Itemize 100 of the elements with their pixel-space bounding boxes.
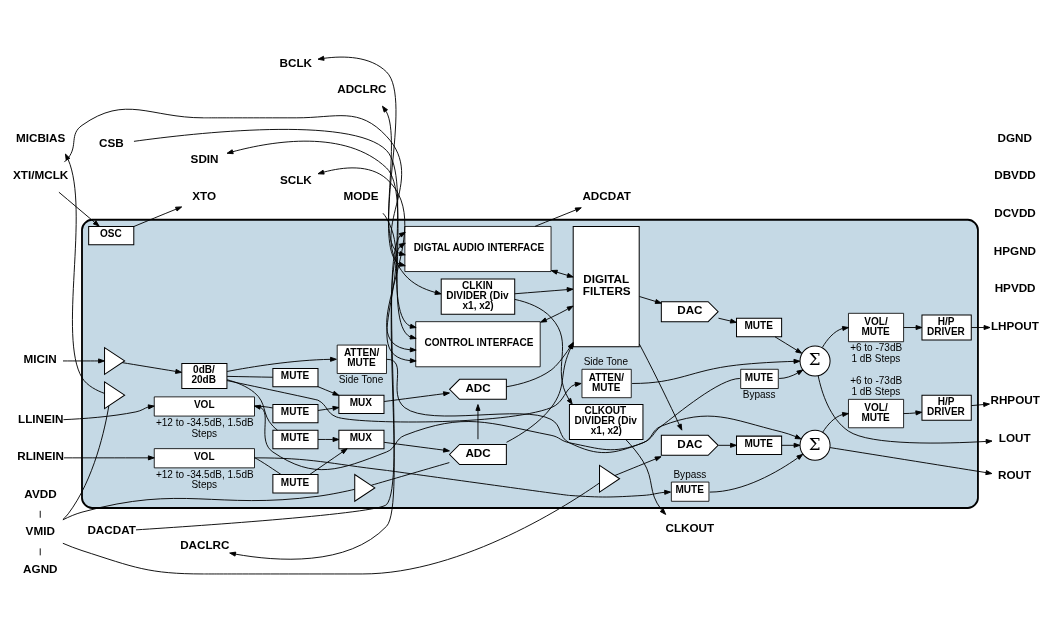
node-text: VMID [25, 523, 55, 537]
arrow [317, 405, 340, 411]
connector [62, 404, 110, 520]
arrow [64, 153, 105, 394]
node-text: ROUT [997, 467, 1032, 481]
node-triangle [599, 464, 621, 493]
arrow [778, 368, 804, 379]
arrow [903, 409, 923, 415]
node-box: H/P DRIVER [921, 314, 972, 341]
node-label: +12 to -34.5dB, 1.5dB Steps [155, 416, 254, 439]
node-text: SDIN [190, 151, 219, 165]
node-triangle [354, 473, 376, 502]
node-text: LLINEIN [18, 411, 64, 425]
node-box: CLKIN DIVIDER (Div x1, x2) [440, 278, 516, 315]
arrow [383, 441, 450, 453]
node-circle: Σ [799, 344, 831, 376]
node-text: AGND [23, 561, 58, 575]
arrow [718, 442, 737, 448]
node-triangle [104, 380, 126, 409]
arrow [62, 357, 105, 363]
node-label: Side Tone [583, 355, 629, 367]
node-text: LOUT [998, 430, 1031, 444]
node-box: MUTE [272, 403, 319, 423]
arrow [625, 438, 667, 515]
arrow [63, 108, 442, 295]
connector [39, 547, 41, 556]
arrow [226, 140, 417, 339]
node-text: LHPOUT [990, 318, 1039, 332]
node-text: CLKOUT [665, 520, 715, 534]
arrow [550, 269, 574, 278]
node-box: MUX [338, 394, 385, 414]
connector [370, 461, 450, 486]
arrow [317, 385, 340, 396]
node-text: DACLRC [180, 537, 230, 551]
arrow [821, 325, 849, 348]
node-text: MODE [343, 188, 379, 202]
arrow [540, 305, 574, 323]
arrow [63, 403, 155, 420]
arrow [383, 390, 450, 402]
node-label: +6 to -73dB 1 dB Steps [850, 374, 903, 397]
node-text: SCLK [279, 172, 312, 186]
arrow [226, 356, 337, 372]
arrow [781, 442, 801, 448]
node-text: DGND [997, 130, 1032, 144]
node-box: CLKOUT DIVIDER (Div x1, x2) [568, 403, 644, 440]
connector [39, 509, 41, 518]
arrow [970, 324, 991, 330]
node-text: HPGND [993, 243, 1037, 257]
node-text: AVDD [24, 486, 57, 500]
arrow [817, 375, 993, 444]
arrow [58, 191, 100, 227]
arrow [121, 361, 182, 374]
node-label: Bypass [742, 388, 776, 400]
arrow [317, 436, 340, 442]
node-text: DCVDD [994, 205, 1036, 219]
node-text: BCLK [279, 55, 313, 69]
arrow [514, 286, 574, 294]
arrow [631, 358, 801, 384]
arrow [709, 453, 804, 493]
connector [62, 488, 355, 520]
node-label: +6 to -73dB 1 dB Steps [850, 341, 903, 364]
connector [226, 375, 274, 378]
node-box: MUTE [272, 367, 319, 387]
connector [254, 405, 274, 408]
connector [226, 378, 278, 431]
node-text: ADCLRC [337, 81, 387, 95]
arrow [382, 212, 417, 363]
arrow [475, 403, 481, 440]
arrow [382, 105, 406, 267]
node-box: H/P DRIVER [921, 394, 972, 421]
arrow [638, 295, 662, 304]
node-text: ADCDAT [582, 188, 631, 202]
node-triangle [104, 346, 126, 375]
node-text: DBVDD [994, 167, 1036, 181]
node-box: MUTE [736, 317, 783, 337]
arrow [63, 454, 155, 460]
node-text: RHPOUT [990, 392, 1040, 406]
arrow [309, 447, 348, 475]
arrow [135, 231, 406, 530]
arrow [970, 401, 990, 407]
arrow [638, 343, 683, 431]
connector [254, 456, 282, 475]
node-box: 0dB/ 20dB [181, 362, 228, 389]
arrow [534, 206, 582, 227]
node-box: MUTE [736, 435, 783, 455]
node-label: Side Tone [338, 373, 384, 385]
node-text: HPVDD [994, 280, 1036, 294]
arrow [254, 456, 671, 497]
node-text: MICIN [23, 351, 57, 365]
node-box: OSC [88, 225, 135, 245]
arrow [614, 455, 662, 476]
node-text: DACDAT [87, 522, 136, 536]
node-text: RLINEIN [17, 448, 64, 462]
node-circle: Σ [799, 429, 831, 461]
arrow [133, 128, 417, 329]
arrow [829, 446, 993, 475]
node-box: MUTE [272, 473, 319, 493]
node-box: MUX [338, 429, 385, 449]
arrow [317, 166, 417, 352]
node-text: XTO [192, 188, 217, 202]
